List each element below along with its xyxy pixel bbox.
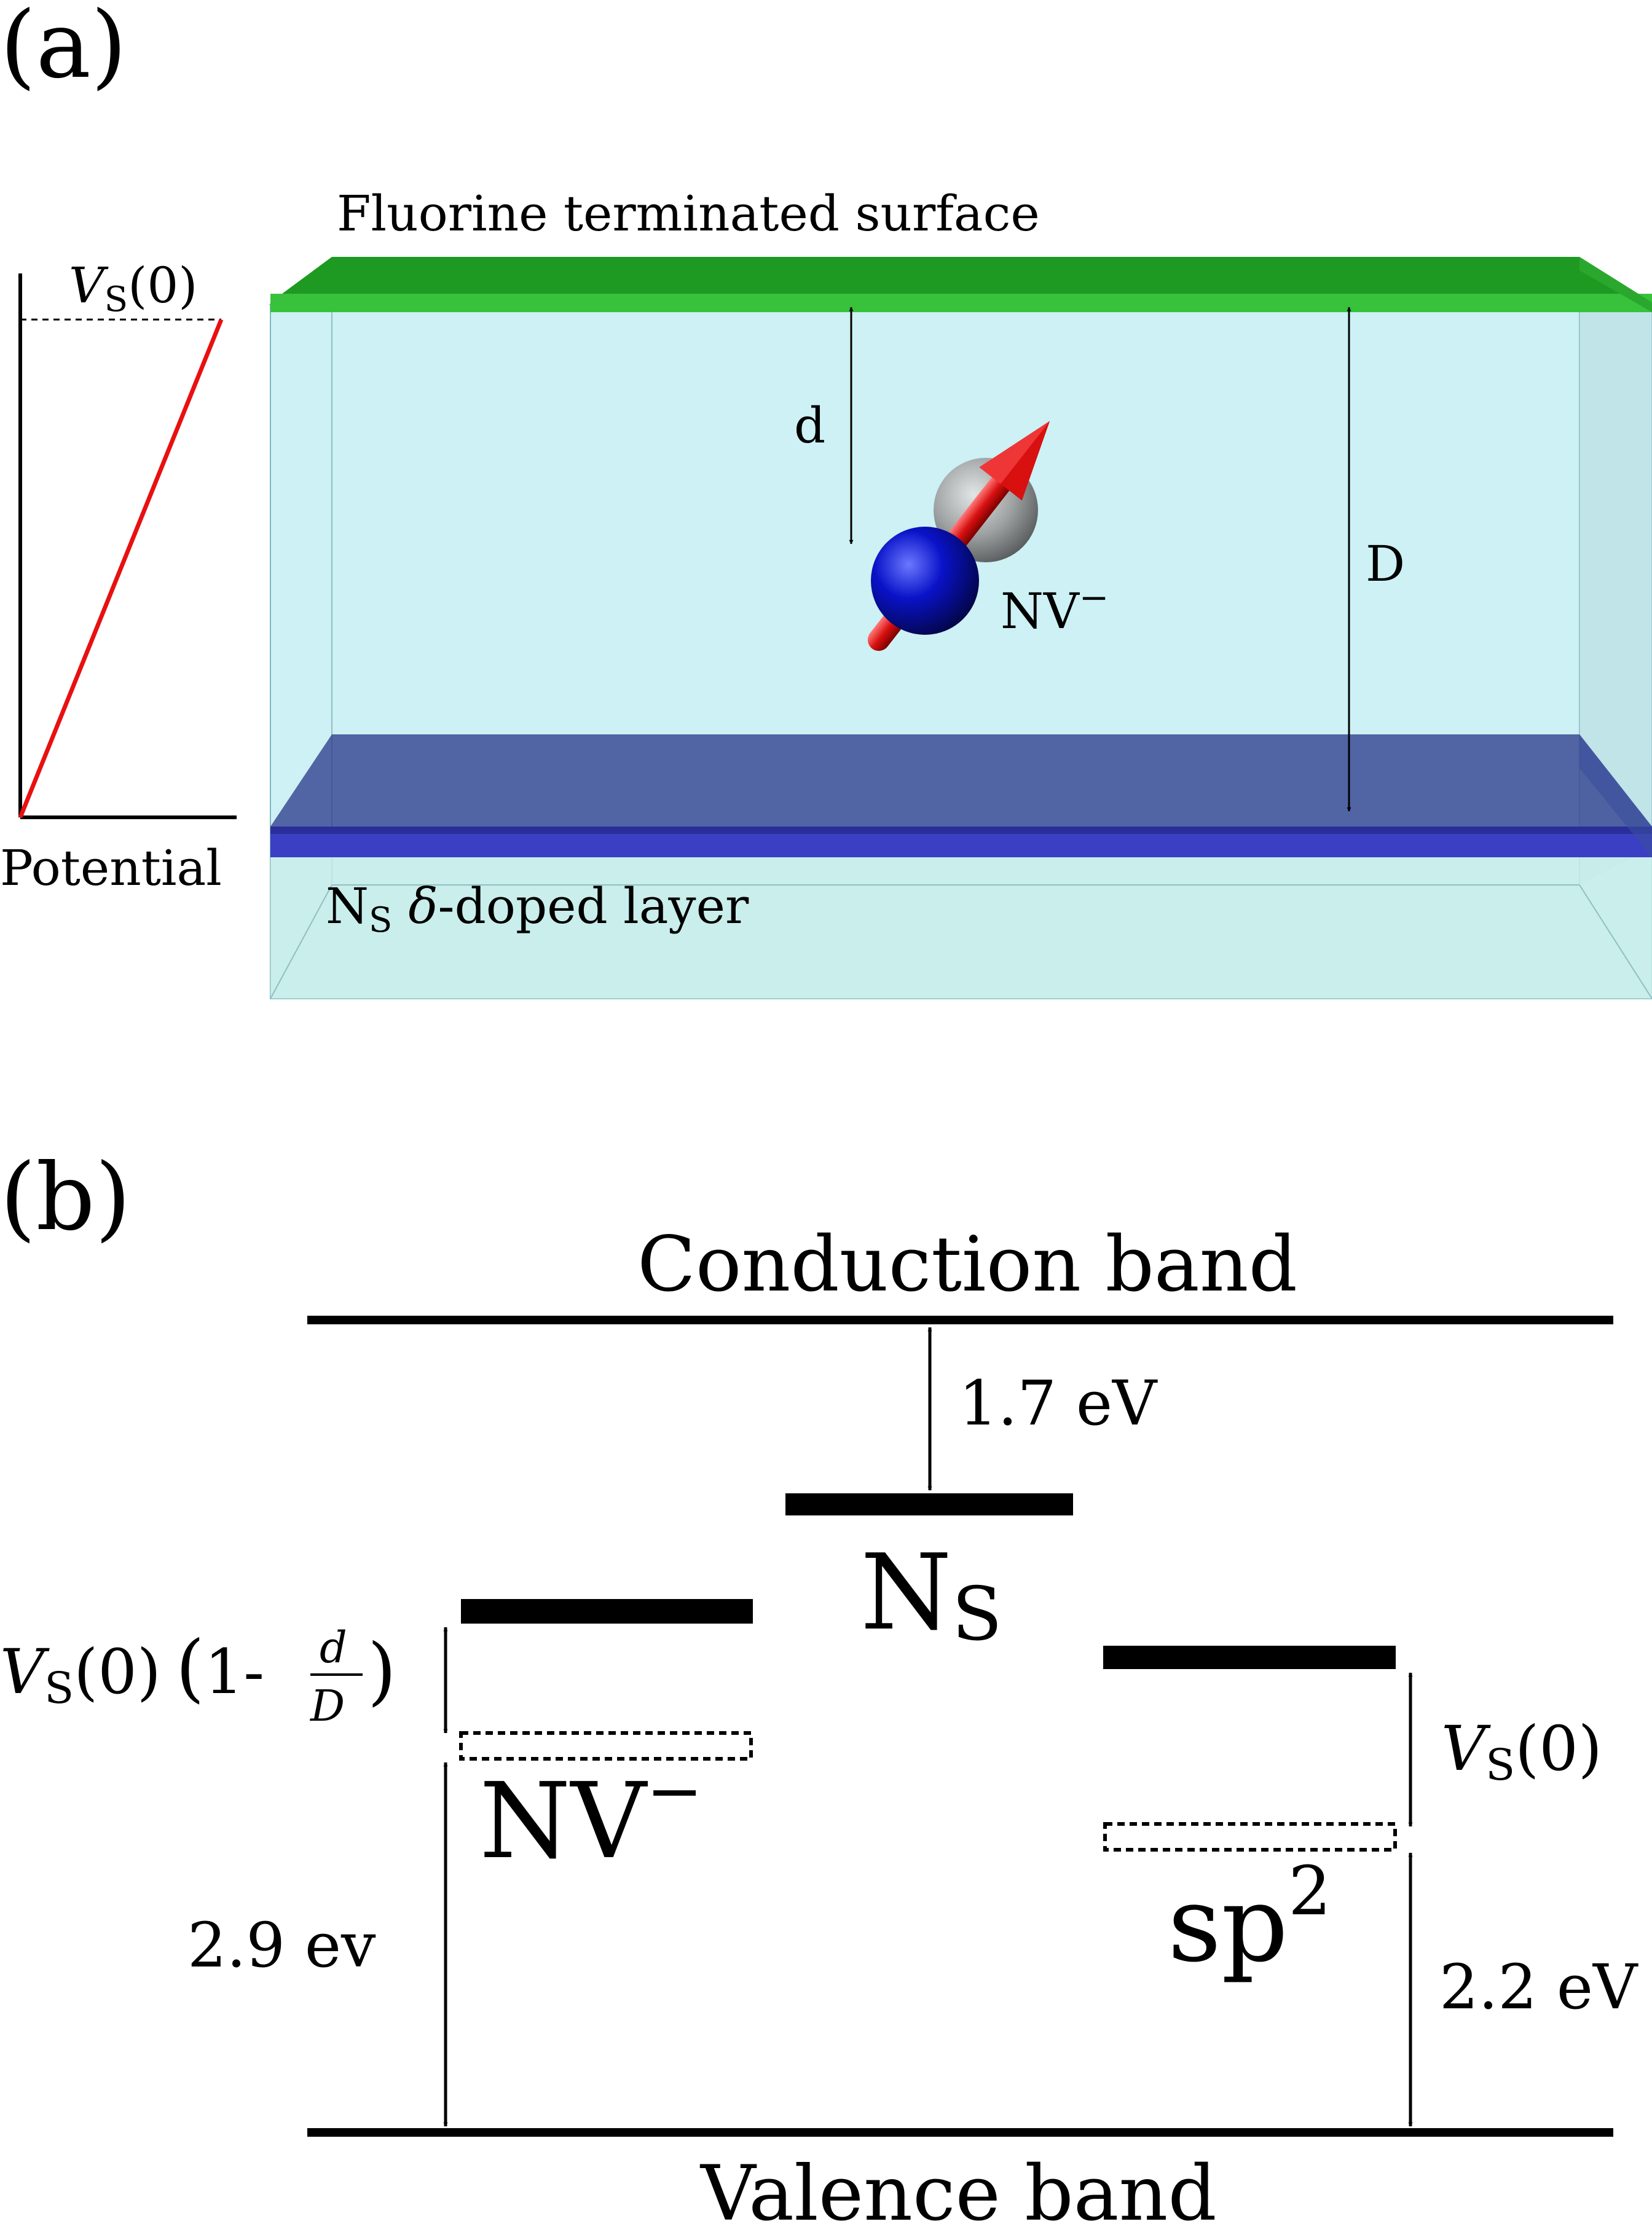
- ns-label: NS: [860, 1532, 1002, 1657]
- valence-band-label: Valence band: [699, 2150, 1217, 2224]
- potential-line: [18, 318, 224, 819]
- potential-axis-label: Potential: [0, 839, 222, 897]
- nv-level-shifted: [459, 1731, 753, 1761]
- d-label: d: [794, 397, 825, 454]
- panel-a-label: (a): [0, 0, 127, 99]
- nv-shift-fraction-num: d: [320, 1622, 347, 1673]
- nv-level: [461, 1599, 753, 1624]
- ns-level: [785, 1493, 1073, 1515]
- nv-shift-label: VS(0)(1-: [0, 1625, 264, 1713]
- nv-shift-close: ): [368, 1629, 396, 1714]
- fluorine-surface: [270, 257, 1652, 312]
- sp2-level: [1103, 1646, 1396, 1669]
- gap-nv-label: 2.9 ev: [187, 1909, 376, 1981]
- sp2-label: sp2: [1168, 1852, 1331, 1986]
- potential-plot: [18, 273, 237, 820]
- nitrogen-sphere: [871, 527, 979, 635]
- nv-center: [867, 420, 1050, 651]
- nv-label-a: NV−: [1001, 576, 1109, 640]
- nv-label-b: NV−: [479, 1751, 703, 1882]
- surface-label: Fluorine terminated surface: [337, 185, 1040, 242]
- conduction-band-label: Conduction band: [637, 1220, 1297, 1309]
- D-label: D: [1366, 535, 1405, 592]
- panel-b-label: (b): [0, 1144, 131, 1251]
- gap-sp2-label: 2.2 eV: [1439, 1951, 1638, 2023]
- nv-shift-fraction-den: D: [309, 1681, 345, 1731]
- potential-vs0-label: VS(0): [69, 257, 197, 320]
- sp2-level-shifted: [1103, 1822, 1397, 1852]
- doped-layer: [270, 734, 1652, 857]
- sp2-shift-label: VS(0): [1441, 1713, 1602, 1790]
- diamond-slab: [269, 257, 1652, 999]
- gap-ns-label: 1.7 eV: [959, 1367, 1158, 1439]
